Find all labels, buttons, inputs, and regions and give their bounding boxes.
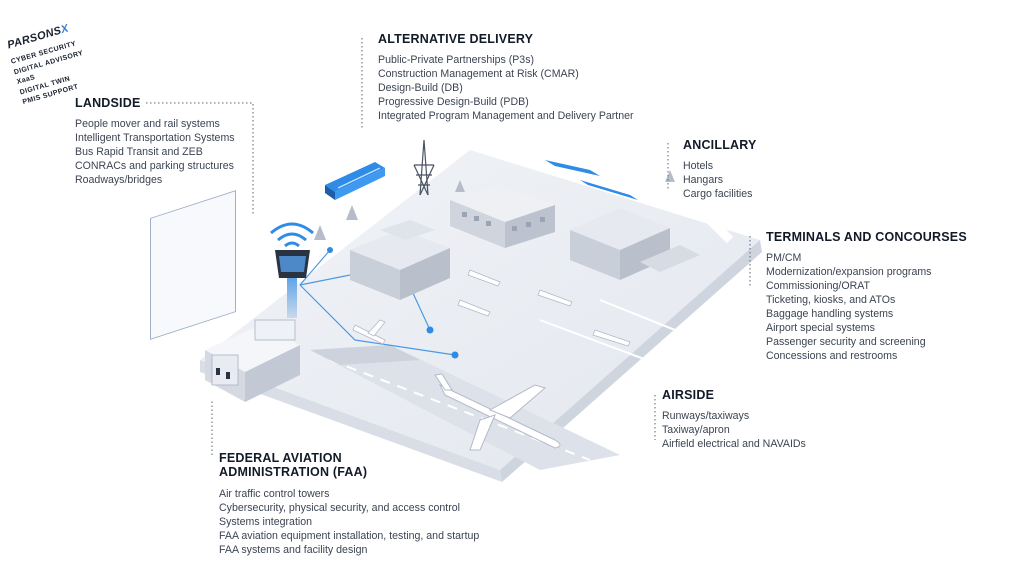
section-terminals: TERMINALS AND CONCOURSES PM/CM Moderniza… [766,230,967,363]
section-item: Baggage handling systems [766,308,894,320]
section-landside: LANDSIDE People mover and rail systems I… [75,96,235,187]
section-item: Systems integration [219,516,313,528]
taxiway-lines [539,299,701,381]
airplane-parked [352,269,631,347]
section-item: Taxiway/apron [662,424,730,436]
section-item: CONRACs and parking structures [75,160,234,172]
faa-operations-room [205,319,300,402]
control-tower [270,222,314,318]
transmission-tower [413,139,435,196]
section-title-line: FEDERAL AVIATION [219,451,342,465]
section-item: Commissioning/ORAT [766,280,870,292]
section-item: Design-Build (DB) [378,82,463,94]
section-title: LANDSIDE [75,96,141,110]
parsonsx-panel-frame [150,190,236,340]
section-item: Concessions and restrooms [766,350,898,362]
airplane-large [434,373,561,451]
section-ancillary: ANCILLARY Hotels Hangars Cargo facilitie… [683,138,757,201]
section-item: Construction Management at Risk (CMAR) [378,68,579,80]
section-item: Public-Private Partnerships (P3s) [378,54,535,66]
section-title: AIRSIDE [662,388,715,402]
section-item: Cybersecurity, physical security, and ac… [219,502,461,514]
section-item: Airfield electrical and NAVAIDs [662,438,806,450]
leader-lines [146,38,751,455]
section-item: Air traffic control towers [219,488,330,500]
section-item: Intelligent Transportation Systems [75,132,235,144]
section-faa: FEDERAL AVIATION ADMINISTRATION (FAA) Ai… [219,451,479,557]
terminal-building-right [570,208,700,280]
section-item: Ticketing, kiosks, and ATOs [766,294,896,306]
section-title: ALTERNATIVE DELIVERY [378,32,534,46]
trees [314,170,675,240]
section-item: Bus Rapid Transit and ZEB [75,146,203,158]
section-title: ANCILLARY [683,138,757,152]
terminal-building-left [350,220,450,300]
network-nodes [327,247,459,359]
section-title: FEDERAL AVIATION ADMINISTRATION (FAA) [219,451,479,479]
section-item: FAA systems and facility design [219,544,368,556]
section-item: Hangars [683,174,724,186]
section-item: Airport special systems [766,322,875,334]
ancillary-train [545,160,638,200]
section-item: Hotels [683,160,714,172]
parsonsx-panel [150,190,236,340]
section-item: Passenger security and screening [766,336,926,348]
section-airside: AIRSIDE Runways/taxiways Taxiway/apron A… [662,388,806,451]
section-item: Integrated Program Management and Delive… [378,110,634,122]
terminal-building-center [450,185,555,248]
section-item: PM/CM [766,252,802,264]
section-item: Progressive Design-Build (PDB) [378,96,529,108]
section-item: People mover and rail systems [75,118,220,130]
section-title: TERMINALS AND CONCOURSES [766,230,967,244]
section-item: FAA aviation equipment installation, tes… [219,530,480,542]
section-alternative-delivery: ALTERNATIVE DELIVERY Public-Private Part… [378,32,634,123]
people-mover-train [325,162,385,200]
section-item: Roadways/bridges [75,174,163,186]
section-item: Modernization/expansion programs [766,266,932,278]
section-title-line: ADMINISTRATION (FAA) [219,465,368,479]
section-item: Runways/taxiways [662,410,750,422]
section-item: Cargo facilities [683,188,753,200]
